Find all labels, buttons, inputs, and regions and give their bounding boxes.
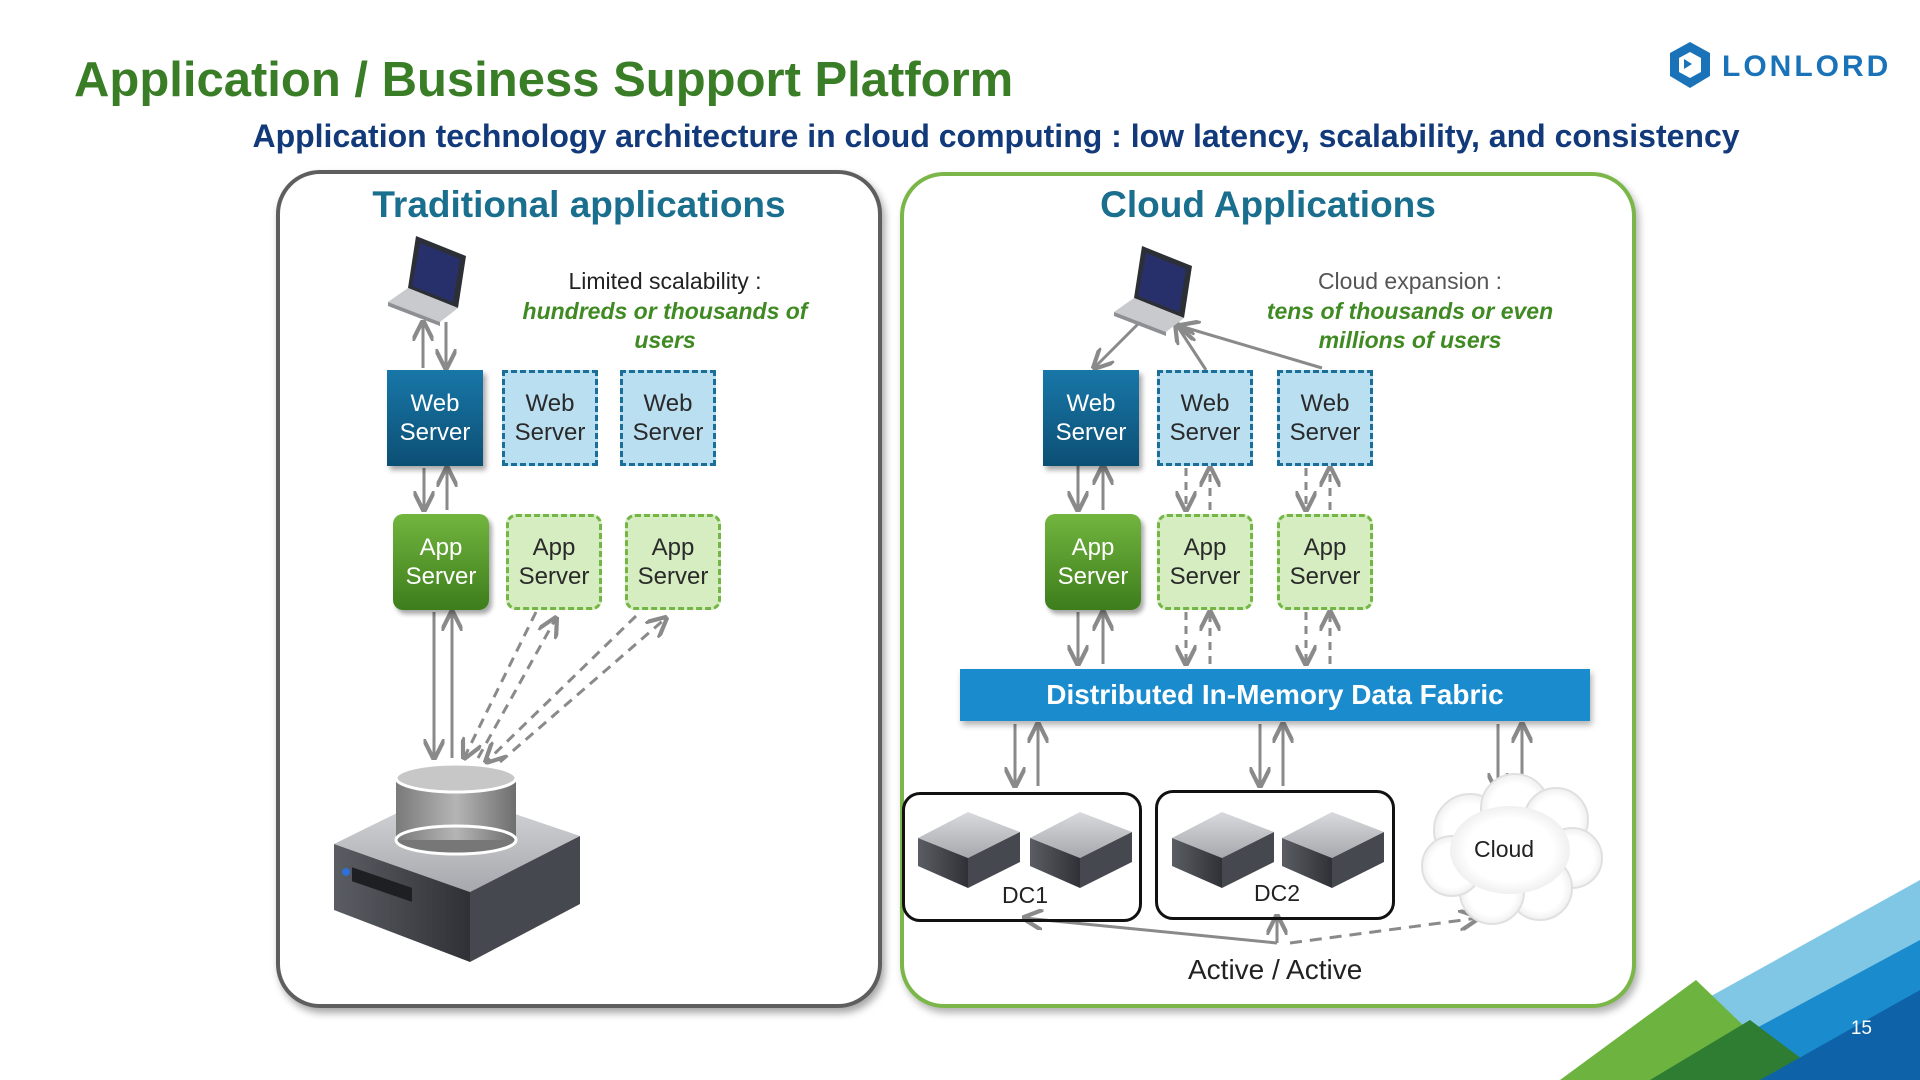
page-subtitle: Application technology architecture in c… <box>252 118 1740 154</box>
laptop-icon <box>388 236 466 326</box>
traditional-title: Traditional applications <box>372 184 786 225</box>
laptop-icon <box>1114 246 1192 336</box>
dc2-label: DC2 <box>1254 880 1301 906</box>
traditional-note-head: Limited scalability : <box>568 268 762 294</box>
cloud-web-server-2: Web Server <box>1157 370 1253 466</box>
cloud-app-server-2: App Server <box>1157 514 1253 610</box>
cloud-web-server-1: Web Server <box>1043 370 1139 466</box>
dc2-server-icon <box>1172 812 1384 888</box>
cloud-note-head: Cloud expansion : <box>1317 268 1503 294</box>
active-active-label: Active / Active <box>1188 954 1363 985</box>
dc2-box <box>1155 790 1395 920</box>
dc1-server-icon <box>918 812 1132 888</box>
data-fabric-bar: Distributed In-Memory Data Fabric <box>960 669 1590 721</box>
slide-number: 15 <box>1850 1018 1872 1039</box>
cloud-app-server-1: App Server <box>1045 514 1141 610</box>
trad-app-server-1: App Server <box>393 514 489 610</box>
cloud-app-server-3: App Server <box>1277 514 1373 610</box>
trad-web-server-3: Web Server <box>620 370 716 466</box>
dc1-box <box>902 792 1142 922</box>
logo-text: LONLORD <box>1722 50 1892 83</box>
trad-app-server-2: App Server <box>506 514 602 610</box>
trad-web-server-2: Web Server <box>502 370 598 466</box>
cloud-title: Cloud Applications <box>1100 184 1436 225</box>
traditional-note-body: hundreds or thousands of users <box>522 298 808 353</box>
database-server-icon <box>334 762 580 962</box>
cloud-note-body: tens of thousands or even millions of us… <box>1266 298 1554 353</box>
trad-web-server-1: Web Server <box>387 370 483 466</box>
trad-app-server-3: App Server <box>625 514 721 610</box>
page-title: Application / Business Support Platform <box>74 53 1014 107</box>
corner-decoration <box>1560 880 1920 1080</box>
dc1-label: DC1 <box>1002 882 1049 908</box>
cloud-label: Cloud <box>1474 836 1535 862</box>
cloud-web-server-3: Web Server <box>1277 370 1373 466</box>
cloud-icon <box>1421 773 1603 925</box>
